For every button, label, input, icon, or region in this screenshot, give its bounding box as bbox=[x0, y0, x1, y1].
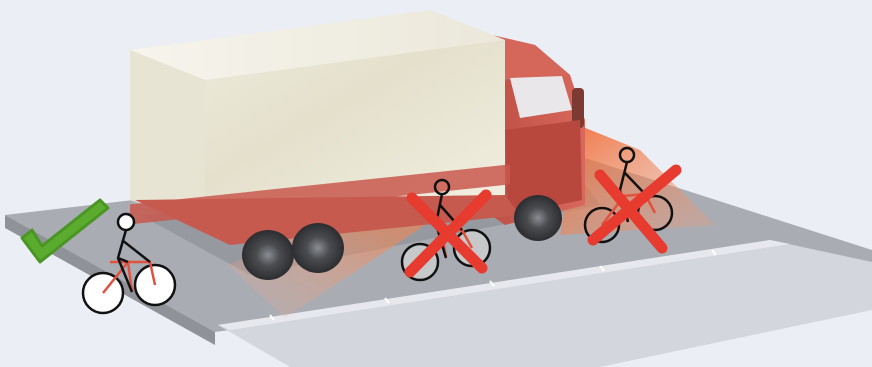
truck-cargo-box bbox=[130, 10, 510, 225]
